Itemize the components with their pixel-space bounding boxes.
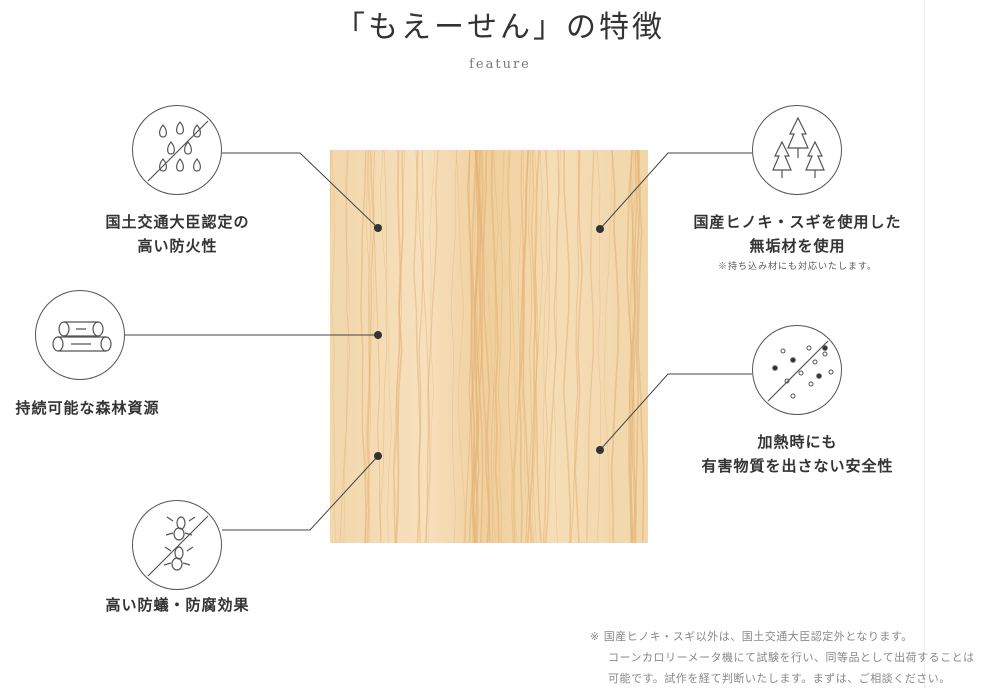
logs-icon <box>35 290 125 380</box>
wood-grain <box>450 150 457 543</box>
wood-grain <box>330 150 337 543</box>
no-particles-icon <box>752 325 842 415</box>
page-subtitle: feature <box>469 57 531 72</box>
wood-grain <box>633 150 642 543</box>
wood-grain <box>507 150 518 543</box>
wood-grain <box>632 150 640 543</box>
flame-icon <box>176 158 184 172</box>
wood-grain <box>395 150 403 543</box>
wood-grain <box>570 150 580 543</box>
marker-dot <box>374 331 382 339</box>
wood-grain <box>553 150 561 543</box>
wood-grain <box>455 150 466 543</box>
wood-grain <box>530 150 542 543</box>
feature-line: 持続可能な森林資源 <box>15 399 160 417</box>
wood-grain <box>415 150 431 543</box>
wood-grain <box>366 150 372 543</box>
wood-grain <box>466 150 477 543</box>
marker-dot <box>374 452 382 460</box>
wood-grain <box>513 150 525 543</box>
wood-grain <box>473 150 482 543</box>
no-fire-icon <box>132 105 222 195</box>
wood-grain <box>574 150 583 543</box>
wood-grain <box>393 150 405 543</box>
feature-domestic-wood: 国産ヒノキ・スギを使用した 無垢材を使用 ※持ち込み材にも対応いたします。 <box>670 210 925 276</box>
wood-grain <box>517 150 527 543</box>
flame-icon <box>167 141 175 155</box>
feature-line: 国土交通大臣認定の <box>105 213 250 231</box>
wood-grain <box>562 150 572 543</box>
wood-grain <box>366 150 375 543</box>
wood-grain <box>418 150 424 543</box>
wood-grain <box>480 150 491 543</box>
wood-grain <box>424 150 439 543</box>
wood-grain <box>542 150 551 543</box>
footnote: ※ 国産ヒノキ・スギ以外は、国土交通大臣認定外となります。 コーンカロリーメータ… <box>590 626 975 689</box>
footnote-line: 可能です。試作を経て判断いたします。まずは、ご相談ください。 <box>608 672 951 685</box>
feature-note: ※持ち込み材にも対応いたします。 <box>717 262 878 272</box>
footnote-line: コーンカロリーメータ機にて試験を行い、同等品として出荷することは <box>608 651 975 664</box>
wood-grain <box>490 150 500 543</box>
footnote-line: ※ 国産ヒノキ・スギ以外は、国土交通大臣認定外となります。 <box>590 630 913 643</box>
marker-dot <box>596 446 604 454</box>
wood-panel-image <box>330 150 648 543</box>
flame-icon <box>159 158 167 172</box>
flame-icon <box>193 158 201 172</box>
page-title: 「もえーせん」の特徴 <box>335 10 665 45</box>
flame-icon <box>193 124 201 138</box>
wood-grain <box>586 150 595 543</box>
divider <box>924 0 925 688</box>
feature-safety: 加熱時にも 有害物質を出さない安全性 <box>670 430 925 478</box>
wood-grain <box>629 150 641 543</box>
wood-grain <box>532 150 539 543</box>
feature-line: 無垢材を使用 <box>749 237 846 255</box>
flame-icon <box>176 121 184 135</box>
wood-grain <box>596 150 601 543</box>
feature-line: 国産ヒノキ・スギを使用した <box>693 213 902 231</box>
wood-grain <box>380 150 388 543</box>
feature-fire-resistance: 国土交通大臣認定の 高い防火性 <box>70 210 285 258</box>
wood-grain <box>343 150 350 543</box>
flame-icon <box>184 141 192 155</box>
wood-grain <box>473 150 481 543</box>
wood-grain <box>491 150 499 543</box>
feature-sustainable: 持続可能な森林資源 <box>0 396 175 420</box>
wood-grain <box>481 150 496 543</box>
trees-icon <box>752 105 842 195</box>
feature-line: 有害物質を出さない安全性 <box>701 457 894 475</box>
wood-grain <box>339 150 351 543</box>
feature-termite-rot: 高い防蟻・防腐効果 <box>75 593 280 617</box>
feature-line: 高い防火性 <box>137 237 218 255</box>
wood-grain <box>528 150 540 543</box>
wood-grain <box>364 150 375 543</box>
feature-line: 加熱時にも <box>757 433 838 451</box>
wood-grain <box>610 150 620 543</box>
wood-grain <box>497 150 505 543</box>
marker-dot <box>374 224 382 232</box>
feature-line: 高い防蟻・防腐効果 <box>105 596 250 614</box>
wood-grain <box>360 150 367 543</box>
wood-grain <box>428 150 436 543</box>
wood-grain <box>507 150 514 543</box>
wood-grain <box>379 150 392 543</box>
wood-grain <box>464 150 480 543</box>
flame-icon <box>159 124 167 138</box>
wood-grain <box>372 150 382 543</box>
wood-grain <box>636 150 645 543</box>
marker-dot <box>596 225 604 233</box>
no-termite-icon <box>132 500 222 590</box>
wood-grain <box>522 150 531 543</box>
